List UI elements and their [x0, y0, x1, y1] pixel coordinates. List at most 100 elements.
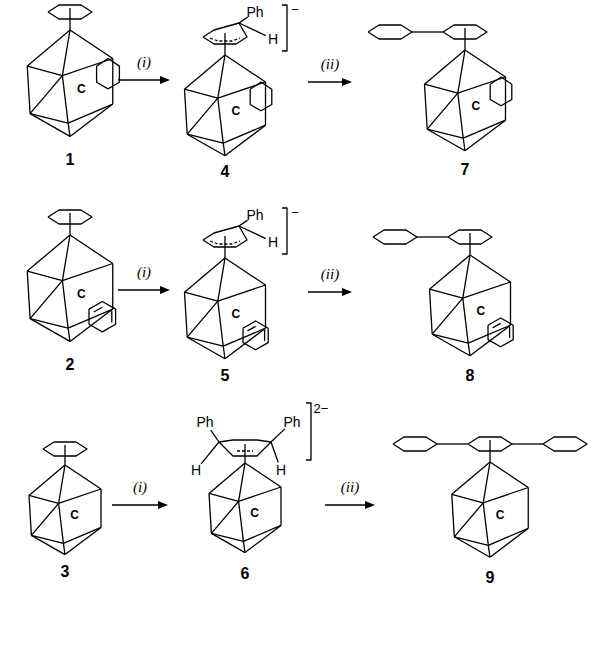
- bond-line: [203, 226, 247, 247]
- bond-line: [218, 55, 225, 98]
- bond-line: [373, 230, 417, 244]
- bond-line: [239, 463, 245, 501]
- bond-line: [432, 298, 463, 334]
- bond-line: [112, 264, 113, 310]
- bond-line: [209, 493, 239, 501]
- substituent-label: Ph: [246, 5, 263, 19]
- bond-line: [430, 255, 471, 289]
- bond-line: [543, 437, 587, 451]
- bond-line: [248, 326, 256, 331]
- bond-line: [244, 444, 245, 463]
- bond-line: [64, 445, 65, 465]
- compound-number: 5: [221, 368, 230, 384]
- bond-line: [452, 494, 455, 537]
- bond-line: [490, 77, 512, 106]
- bond-line: [306, 403, 311, 460]
- bond-line: [463, 255, 470, 298]
- hydrogen-label: H: [268, 32, 278, 46]
- bond-line: [210, 38, 240, 41]
- bond-line: [59, 465, 65, 503]
- bond-line: [425, 84, 428, 129]
- bond-line: [31, 535, 63, 543]
- bond-line: [454, 537, 490, 557]
- reaction-arrow: [112, 504, 160, 505]
- hydrogen-label: H: [191, 463, 201, 477]
- bond-line: [211, 501, 238, 533]
- reaction-arrow: [308, 81, 344, 82]
- reaction-condition: (ii): [321, 267, 339, 282]
- arrow-head: [342, 288, 352, 296]
- bond-line: [490, 528, 528, 557]
- bond-line: [68, 328, 70, 341]
- bond-line: [425, 50, 466, 84]
- bond-line: [393, 437, 437, 451]
- bond-line: [509, 327, 510, 338]
- bond-line: [27, 235, 70, 271]
- bond-line: [250, 82, 272, 111]
- bond-line: [89, 302, 116, 332]
- bond-line: [209, 463, 245, 493]
- bond-line: [245, 463, 281, 487]
- bond-line: [412, 31, 443, 32]
- cage-atom-label: C: [75, 82, 88, 96]
- cage-atom-label: C: [469, 99, 482, 113]
- bond-line: [452, 462, 490, 494]
- bond-line: [458, 93, 463, 138]
- arrow-head: [158, 501, 168, 509]
- charge-label: −: [291, 206, 299, 219]
- bond-line: [282, 5, 287, 51]
- bond-line: [465, 120, 506, 151]
- bond-line: [112, 59, 113, 105]
- bond-line: [211, 533, 243, 541]
- bond-line: [225, 125, 266, 156]
- bond-line: [187, 98, 218, 134]
- bond-line: [490, 462, 528, 488]
- bond-line: [62, 76, 68, 124]
- bond-line: [271, 442, 278, 462]
- bond-line: [223, 346, 225, 359]
- bond-line: [59, 489, 101, 503]
- bond-line: [187, 301, 218, 337]
- bond-line: [30, 319, 68, 329]
- compound-number: 7: [461, 162, 470, 178]
- bond-line: [27, 30, 70, 66]
- bond-line: [458, 50, 465, 93]
- reaction-arrow: [118, 79, 162, 80]
- arrow-head: [342, 78, 352, 86]
- bond-line: [483, 488, 528, 503]
- bond-line: [63, 543, 65, 554]
- bond-line: [27, 66, 62, 76]
- bond-line: [43, 442, 87, 456]
- bond-line: [488, 545, 490, 557]
- bond-line: [185, 258, 226, 292]
- bond-line: [29, 465, 65, 495]
- bond-line: [237, 450, 253, 451]
- bond-line: [510, 282, 511, 325]
- bond-line: [430, 289, 433, 334]
- bond-line: [219, 440, 271, 456]
- bond-line: [203, 23, 247, 44]
- bond-line: [62, 30, 70, 76]
- bond-line: [48, 5, 92, 19]
- bond-line: [448, 230, 492, 244]
- cage-atom-label: C: [494, 508, 507, 522]
- compound-number: 4: [221, 164, 230, 180]
- arrow-head: [160, 286, 170, 294]
- bond-line: [48, 210, 92, 224]
- bond-line: [97, 59, 120, 89]
- reaction-arrow: [118, 289, 162, 290]
- bond-line: [239, 17, 248, 23]
- bond-line: [218, 301, 223, 346]
- reaction-arrow: [308, 291, 344, 292]
- bond-line: [271, 429, 285, 442]
- bond-line: [417, 236, 448, 237]
- bond-line: [30, 76, 62, 114]
- bond-line: [218, 98, 223, 143]
- compound-number: 3: [61, 564, 70, 580]
- bond-line: [432, 334, 470, 356]
- bond-line: [430, 289, 463, 298]
- bond-line: [185, 89, 218, 98]
- bond-line: [505, 77, 506, 120]
- bond-line: [468, 343, 470, 356]
- bond-line: [427, 93, 458, 129]
